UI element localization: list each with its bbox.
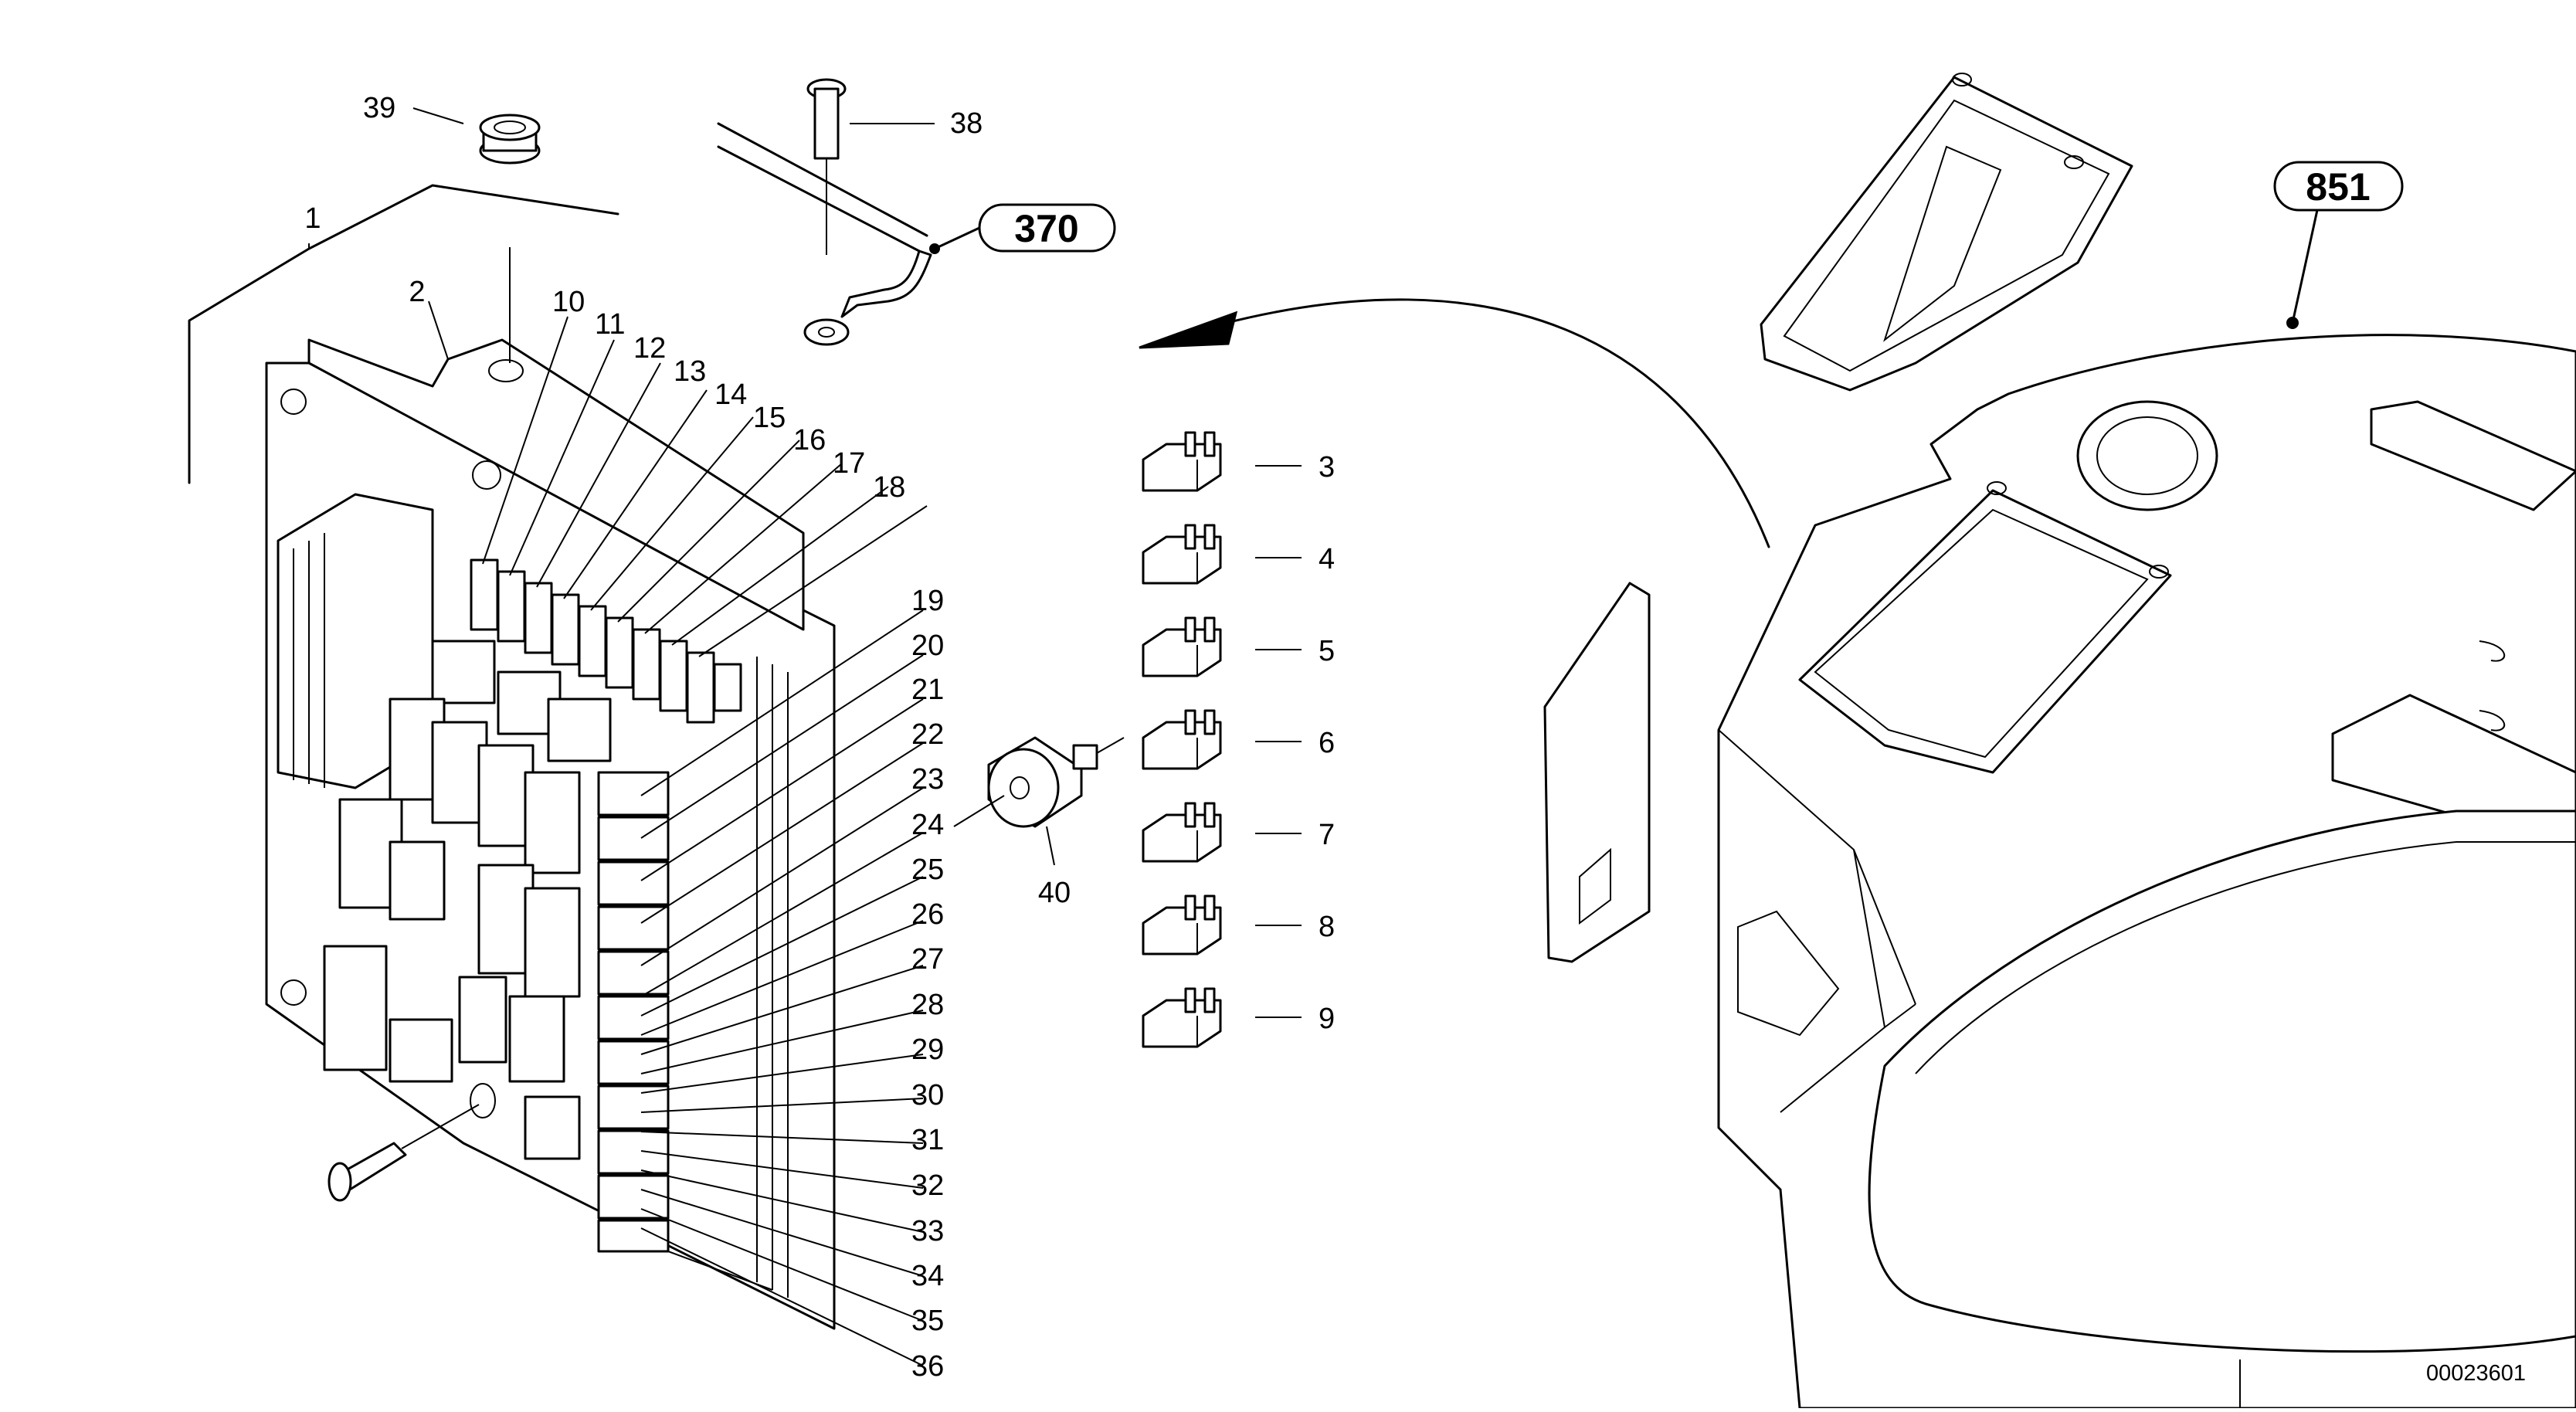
- connector-l: [323, 945, 388, 1071]
- label-1: 1: [304, 202, 321, 235]
- label-30: 30: [911, 1079, 944, 1112]
- fuse-16: [632, 628, 661, 701]
- upper-tray: [1760, 76, 2133, 392]
- spare-fuses: [1142, 431, 1302, 1048]
- callout-370-label: 370: [1014, 207, 1078, 250]
- label-36: 36: [911, 1350, 944, 1383]
- label-17: 17: [833, 447, 865, 480]
- fuse-13: [551, 593, 580, 666]
- label-22: 22: [911, 718, 944, 751]
- label-32: 32: [911, 1169, 944, 1202]
- connector-c: [547, 698, 612, 762]
- label-4: 4: [1319, 543, 1335, 575]
- part-labels: 1 2 3 4 5 6 7 8 9 10 11 12 13 14 15 16 1…: [304, 92, 2526, 1386]
- label-7: 7: [1319, 819, 1335, 851]
- connector-k: [524, 887, 581, 998]
- leader-lines: [308, 243, 928, 1366]
- connector-j: [477, 864, 535, 975]
- fuse-10: [470, 558, 499, 631]
- fuse-box-assembly: [188, 184, 836, 1330]
- connector-m: [389, 1018, 453, 1083]
- label-19: 19: [911, 585, 944, 617]
- label-14: 14: [714, 378, 747, 411]
- connector-i: [389, 840, 446, 921]
- label-18: 18: [873, 471, 905, 504]
- plate-hole-top: [280, 389, 307, 415]
- connector-sockets: [323, 640, 612, 1160]
- connector-e: [431, 721, 488, 824]
- connector-p: [524, 1095, 581, 1160]
- mounting-screw: [328, 1104, 480, 1202]
- fuse-11: [497, 570, 526, 643]
- callout-370-bubble: [978, 203, 1116, 253]
- label-9: 9: [1319, 1003, 1335, 1035]
- label-33: 33: [911, 1215, 944, 1247]
- connector-g: [524, 771, 581, 874]
- mini-fuse-row: [470, 558, 742, 724]
- label-20: 20: [911, 630, 944, 662]
- label-3: 3: [1319, 451, 1335, 484]
- label-11: 11: [595, 308, 625, 341]
- fuse-14: [578, 605, 607, 677]
- drawing-reference-number: 00023601: [2426, 1361, 2526, 1386]
- callout-851-bubble: [2273, 161, 2404, 212]
- flange-hole: [488, 359, 524, 382]
- label-35: 35: [911, 1305, 944, 1337]
- label-23: 23: [911, 763, 944, 796]
- label-38: 38: [950, 107, 983, 140]
- label-25: 25: [911, 854, 944, 886]
- label-12: 12: [633, 332, 666, 365]
- side-cover: [1543, 582, 1651, 963]
- fuse-18: [686, 651, 715, 724]
- plate-hole-mid: [472, 460, 501, 490]
- connector-a: [431, 640, 496, 704]
- ground-cable-assembly: [717, 78, 935, 346]
- label-10: 10: [552, 286, 585, 318]
- plate-hole-bottom: [280, 979, 307, 1006]
- assembly-arrow: [1139, 298, 1770, 548]
- plate-hole-screw: [470, 1083, 496, 1118]
- top-flange: [307, 338, 805, 631]
- grommet-39: [479, 114, 541, 165]
- label-15: 15: [753, 402, 786, 434]
- label-39: 39: [363, 92, 395, 124]
- label-34: 34: [911, 1260, 944, 1292]
- label-28: 28: [911, 989, 944, 1021]
- fuse-stack: [597, 657, 789, 1298]
- console-housing: [1543, 73, 2576, 1410]
- fuse-12: [524, 582, 553, 654]
- label-5: 5: [1319, 635, 1335, 667]
- label-40: 40: [1038, 877, 1071, 909]
- label-27: 27: [911, 943, 944, 976]
- label-16: 16: [793, 424, 826, 457]
- connector-f: [477, 744, 535, 847]
- label-6: 6: [1319, 727, 1335, 759]
- callout-851-label: 851: [2306, 165, 2370, 209]
- label-29: 29: [911, 1034, 944, 1066]
- fuse-17: [659, 640, 688, 712]
- label-21: 21: [911, 674, 944, 706]
- label-13: 13: [674, 355, 706, 388]
- fuse-18b: [713, 663, 742, 712]
- connector-o: [508, 995, 565, 1083]
- fuse-15: [605, 616, 634, 689]
- label-2: 2: [409, 276, 425, 308]
- spacer-40: [953, 736, 1125, 866]
- label-26: 26: [911, 898, 944, 931]
- label-24: 24: [911, 809, 944, 841]
- label-8: 8: [1319, 911, 1335, 943]
- connector-n: [458, 976, 507, 1064]
- label-31: 31: [911, 1124, 944, 1156]
